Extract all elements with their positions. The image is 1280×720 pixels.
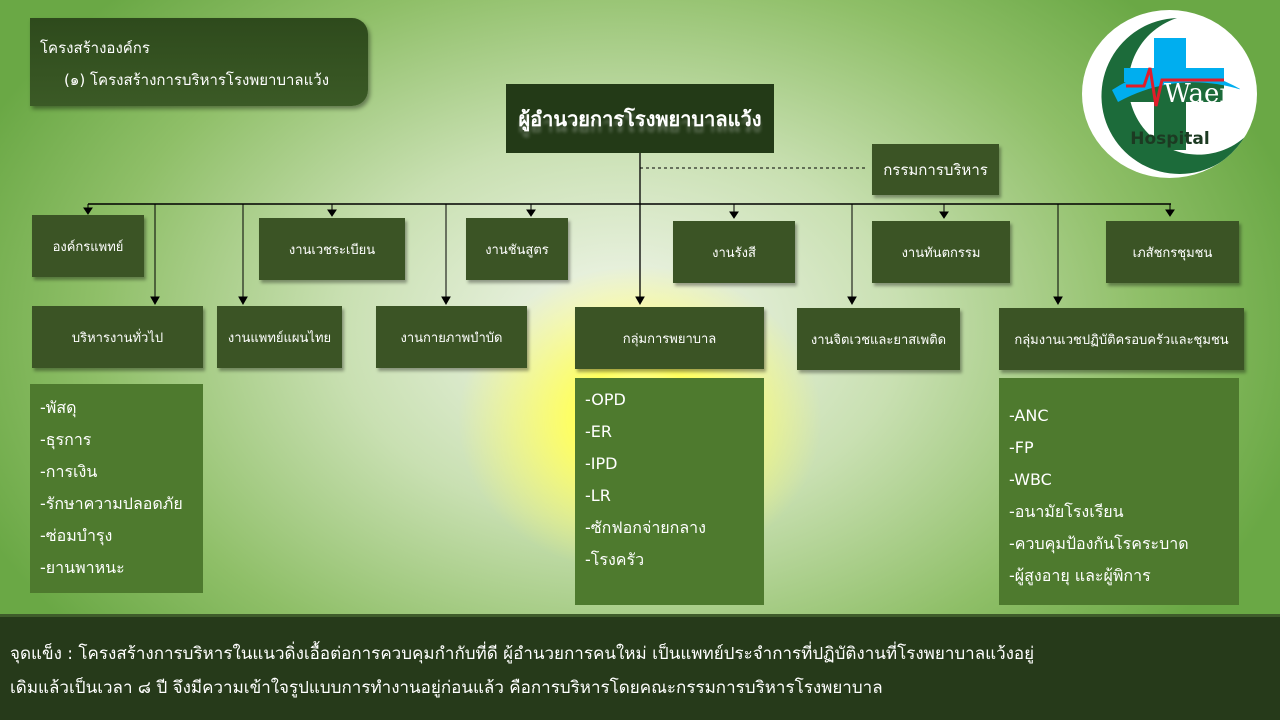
logo-text: Waeng [1164,79,1253,109]
unit-thai-medicine: งานแพทย์แผนไทย [217,306,342,368]
list-item: -พัสดุ [40,398,77,417]
list-item: -ซักฟอกจ่ายกลาง [585,518,706,537]
list-item: -อนามัยโรงเรียน [1009,502,1124,521]
unit-psychiatry-drugs: งานจิตเวชและยาสเพติด [797,308,960,370]
list-item: -ซ่อมบำรุง [40,526,113,545]
unit-radiology: งานรังสี [673,221,795,283]
unit-laboratory: งานชันสูตร [466,218,568,280]
row1-arrows [83,204,1175,219]
nursing-sublist: -OPD -ER -IPD -LR -ซักฟอกจ่ายกลาง -โรงคร… [575,378,764,605]
unit-community-pharmacy: เภสัชกรชุมชน [1106,221,1239,283]
unit-medical-staff: องค์กรแพทย์ [32,215,144,277]
list-item: -ควบคุมป้องกันโรคระบาด [1009,534,1189,553]
row2-arrows [150,204,1063,306]
slide-subtitle: (๑) โครงสร้างการบริหารโรงพยาบาลแว้ง [64,71,330,89]
family-sublist: -ANC -FP -WBC -อนามัยโรงเรียน -ควบคุมป้อ… [999,378,1239,605]
list-item: -FP [1009,438,1034,457]
slide-title: โครงสร้างองค์กร [40,39,150,57]
unit-general-admin: บริหารงานทั่วไป [32,306,203,368]
footer-line-1: จุดแข็ง : โครงสร้างการบริหารในแนวดิ่งเอื… [10,644,1035,664]
footer-line-2: เดิมแล้วเป็นเวลา ๘ ปี จึงมีความเข้าใจรูป… [10,678,883,698]
list-item: -WBC [1009,470,1052,489]
slide-title-box: โครงสร้างองค์กร (๑) โครงสร้างการบริหารโร… [30,18,368,106]
unit-family-community: กลุ่มงานเวชปฏิบัติครอบครัวและชุมชน [999,308,1244,370]
list-item: -OPD [585,390,626,409]
logo-subtext: Hospital [1130,129,1209,149]
strengths-footer: จุดแข็ง : โครงสร้างการบริหารในแนวดิ่งเอื… [0,614,1280,720]
list-item: -ANC [1009,406,1049,425]
unit-physical-therapy: งานกายภาพบำบัด [376,306,527,368]
unit-dental: งานทันตกรรม [872,221,1010,283]
list-item: -การเงิน [40,462,98,481]
admin-sublist: -พัสดุ -ธุรการ -การเงิน -รักษาความปลอดภั… [30,384,203,593]
list-item: -ER [585,422,612,441]
hospital-logo: Waeng Hospital [1082,10,1257,178]
list-item: -โรงครัว [585,550,645,569]
director-box: ผู้อำนวยการโรงพยาบาลแว้ง [506,84,774,153]
committee-box: กรรมการบริหาร [872,144,999,195]
list-item: -LR [585,486,611,505]
list-item: -ยานพาหนะ [40,558,125,577]
list-item: -IPD [585,454,618,473]
list-item: -รักษาความปลอดภัย [40,494,183,513]
unit-medical-records: งานเวชระเบียน [259,218,405,280]
unit-nursing: กลุ่มการพยาบาล [575,307,764,369]
list-item: -ผู้สูงอายุ และผู้พิการ [1009,566,1151,585]
list-item: -ธุรการ [40,430,92,449]
